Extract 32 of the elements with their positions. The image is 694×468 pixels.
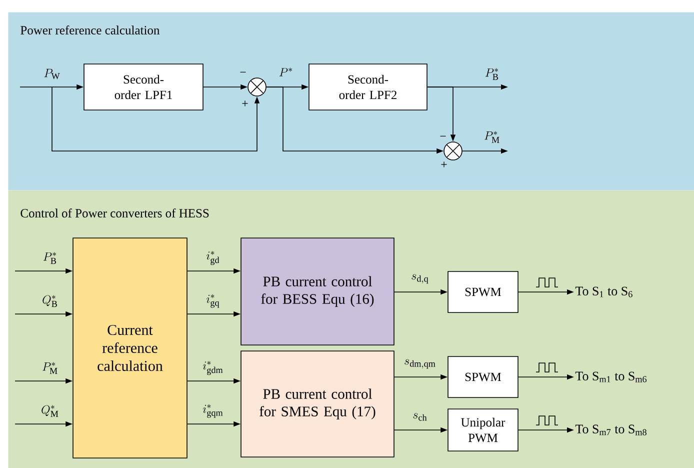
signal-label: $P_{\mathrm{M}}^{*}$ — [42, 362, 58, 374]
signal-label: $P_{\mathrm{M}}^{*}$ — [484, 131, 500, 143]
block-box: PB current control for BESS Equ (16) — [240, 238, 394, 346]
signal-label: $s_{\mathrm{dm,qm}}$ — [404, 359, 436, 369]
block-box: SPWM — [448, 356, 518, 398]
block-box: PB current control for SMES Equ (17) — [240, 350, 394, 458]
signal-label: $i_{\mathrm{gdm}}^{*}$ — [203, 360, 223, 376]
signal-label: $P_{\mathrm{B}}^{*}$ — [485, 68, 498, 80]
sign-label: + — [242, 100, 248, 106]
signal-label: $Q_{\mathrm{M}}^{*}$ — [42, 405, 58, 417]
summing-junction — [248, 78, 266, 96]
block-box: Second-order LPF2 — [308, 64, 428, 110]
signal-label: $Q_{\mathrm{B}}^{*}$ — [42, 295, 57, 307]
block-box: Second-order LPF1 — [84, 64, 204, 110]
signal-label: $P_{\mathrm{W}}$ — [44, 68, 60, 80]
signal-label: $i_{\mathrm{gq}}^{*}$ — [206, 294, 220, 308]
signal-label: $i_{\mathrm{gqm}}^{*}$ — [203, 404, 223, 418]
sign-label: + — [441, 162, 447, 168]
block-box: SPWM — [448, 271, 518, 313]
panel-title: Power reference calculation — [20, 26, 160, 34]
block-box: Unipolar PWM — [448, 408, 518, 452]
block-box: Current reference calculation — [72, 238, 188, 458]
panel-title: Control of Power converters of HESS — [20, 208, 209, 218]
signal-label: $s_{\mathrm{d,q}}$ — [412, 274, 428, 284]
signal-label: $P^{*}$ — [279, 68, 292, 76]
signal-label: $s_{\mathrm{ch}}$ — [413, 413, 427, 421]
signal-label: $i_{\mathrm{gd}}^{*}$ — [206, 250, 220, 266]
output-text: To S$_{m1}$ to S$_{m6}$ — [575, 372, 647, 382]
signal-label: $P_{\mathrm{B}}^{*}$ — [43, 252, 56, 264]
output-text: To S$_{m7}$ to S$_{m8}$ — [575, 424, 646, 436]
output-text: To S$_{1}$ to S$_{6}$ — [575, 286, 632, 298]
summing-junction — [444, 142, 462, 160]
